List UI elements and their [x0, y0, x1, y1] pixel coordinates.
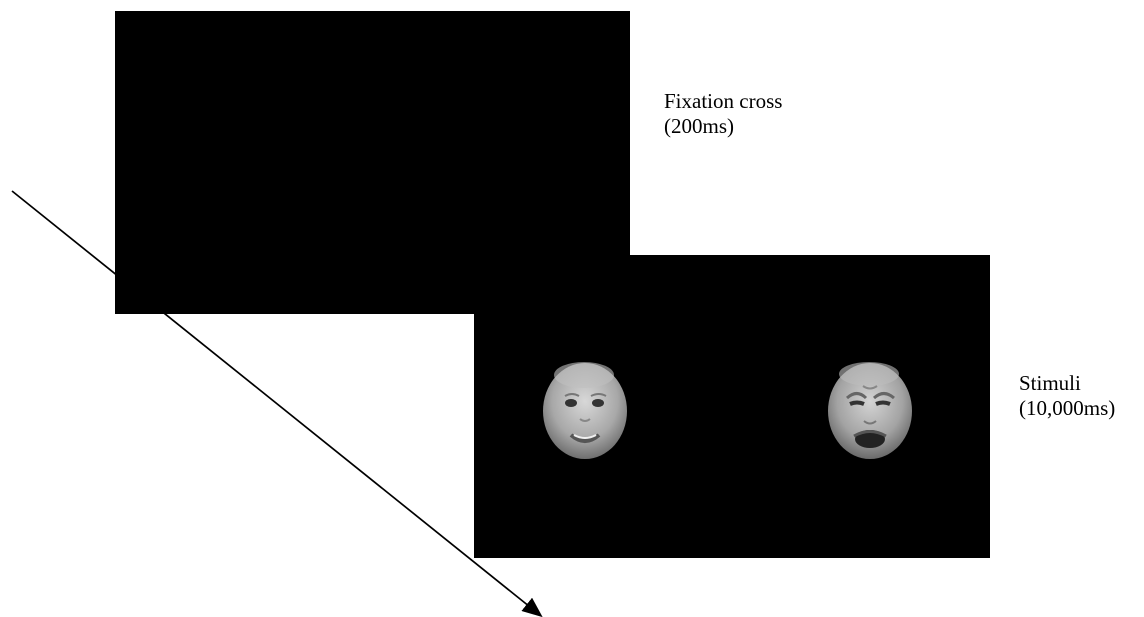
stimuli-duration: (10,000ms): [1019, 396, 1115, 421]
stimuli-screen: [474, 255, 990, 558]
stimuli-label: Stimuli (10,000ms): [1019, 371, 1115, 421]
fixation-label-line: Fixation cross: [664, 89, 782, 114]
stimuli-label-line: Stimuli: [1019, 371, 1115, 396]
fixation-label: Fixation cross (200ms): [664, 89, 782, 139]
crying-infant-face-icon: [820, 355, 920, 475]
happy-infant-face-icon: [535, 355, 635, 475]
fixation-duration: (200ms): [664, 114, 782, 139]
